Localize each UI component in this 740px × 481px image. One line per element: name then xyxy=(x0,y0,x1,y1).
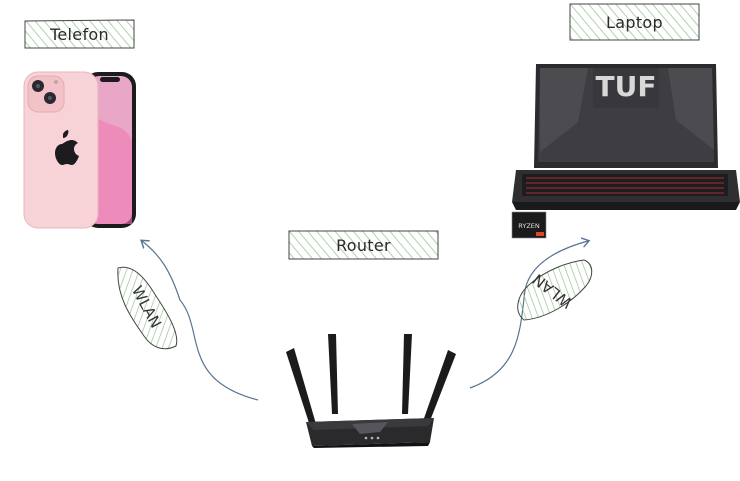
wlan-label-left: WLAN xyxy=(110,262,184,352)
router-image xyxy=(286,334,456,448)
ryzen-badge: RYZEN xyxy=(511,211,547,239)
laptop-brand-text: TUF xyxy=(596,70,657,103)
phone-image xyxy=(23,71,136,229)
telefon-text: Telefon xyxy=(50,24,109,44)
ryzen-text: RYZEN xyxy=(518,222,540,230)
router-label: Router xyxy=(287,229,440,261)
arrow-router-to-telefon xyxy=(142,241,259,401)
keyboard-backlight xyxy=(526,177,724,194)
telefon-label: Telefon xyxy=(23,18,136,50)
wlan-label-right: WLAN xyxy=(510,258,596,324)
laptop-image: TUF RYZEN xyxy=(511,64,740,239)
router-text: Router xyxy=(336,235,391,255)
laptop-text: Laptop xyxy=(606,12,663,32)
laptop-label: Laptop xyxy=(568,2,701,42)
apple-logo-icon xyxy=(55,130,79,165)
